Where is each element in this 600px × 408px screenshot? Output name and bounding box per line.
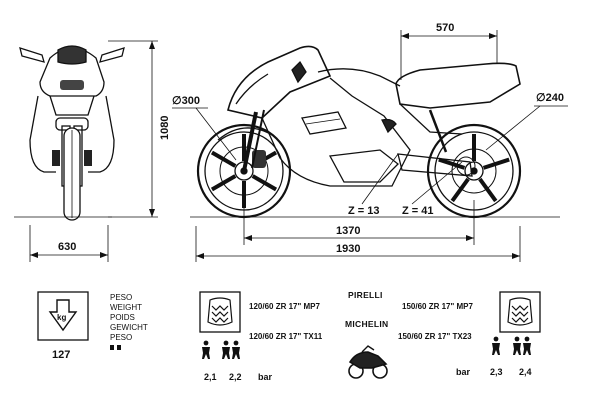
side-dimensions bbox=[172, 30, 568, 262]
front-wheel bbox=[196, 123, 292, 219]
motorcycle-icon bbox=[348, 345, 388, 379]
tire-tread-icon bbox=[207, 297, 233, 326]
front-tire-michelin: 120/60 ZR 17" TX11 bbox=[249, 332, 323, 341]
wheel-spoke bbox=[210, 150, 237, 168]
front-disc-label: ∅300 bbox=[172, 95, 200, 107]
wheel-spoke bbox=[478, 177, 498, 203]
front-pressure-duo: 2,2 bbox=[229, 372, 242, 382]
front-tire-block bbox=[199, 291, 241, 333]
tire-tread-icon bbox=[507, 297, 533, 326]
rear-pressure-duo: 2,4 bbox=[519, 367, 532, 377]
rear-tire-block bbox=[499, 291, 541, 333]
rider-icon bbox=[492, 336, 500, 355]
rider-icons bbox=[202, 336, 531, 359]
weight-label-en: WEIGHT bbox=[110, 303, 142, 312]
seat-length-label: 570 bbox=[436, 22, 454, 34]
rider-icon bbox=[222, 340, 230, 359]
rider-icon bbox=[523, 336, 531, 355]
weight-label-es: PESO bbox=[110, 333, 132, 342]
weight-label-it: PESO bbox=[110, 293, 132, 302]
front-tire-pirelli: 120/60 ZR 17" MP7 bbox=[249, 302, 320, 311]
rear-disc-label: ∅240 bbox=[536, 92, 564, 104]
rear-pressure-solo: 2,3 bbox=[490, 367, 503, 377]
rear-wheel bbox=[426, 123, 522, 219]
side-view bbox=[190, 45, 560, 219]
wheel-spoke bbox=[438, 157, 466, 170]
wheelbase-label: 1370 bbox=[336, 225, 360, 237]
rider-icon bbox=[513, 336, 521, 355]
rider-icon bbox=[232, 340, 240, 359]
rear-pressure-unit: bar bbox=[456, 367, 471, 377]
weight-unit-label: kg bbox=[57, 313, 66, 322]
brand-pirelli: PIRELLI bbox=[348, 290, 383, 300]
wheel-spoke bbox=[450, 177, 470, 203]
front-width-label: 630 bbox=[58, 241, 76, 253]
rear-tire-pirelli: 150/60 ZR 17" MP7 bbox=[402, 302, 473, 311]
rider-icon bbox=[202, 340, 210, 359]
wheel-spoke bbox=[251, 174, 278, 192]
front-sprocket-label: Z = 13 bbox=[348, 205, 380, 217]
weight-value: 127 bbox=[52, 349, 70, 361]
height-label: 1080 bbox=[159, 116, 171, 140]
wheel-spoke bbox=[210, 174, 237, 192]
front-view bbox=[14, 40, 158, 262]
weight-label-de: GEWICHT bbox=[110, 323, 148, 332]
wheel-spoke bbox=[482, 157, 510, 170]
weight-block: kg 127 PESO WEIGHT POIDS GEWICHT PESO bbox=[37, 291, 148, 361]
front-pressure-unit: bar bbox=[258, 372, 273, 382]
brand-michelin: MICHELIN bbox=[345, 319, 388, 329]
rear-tire-michelin: 150/60 ZR 17" TX23 bbox=[398, 332, 472, 341]
length-label: 1930 bbox=[336, 243, 360, 255]
weight-label-fr: POIDS bbox=[110, 313, 135, 322]
weight-icon: kg bbox=[48, 299, 78, 332]
rear-sprocket-label: Z = 41 bbox=[402, 205, 434, 217]
front-pressure-solo: 2,1 bbox=[204, 372, 217, 382]
